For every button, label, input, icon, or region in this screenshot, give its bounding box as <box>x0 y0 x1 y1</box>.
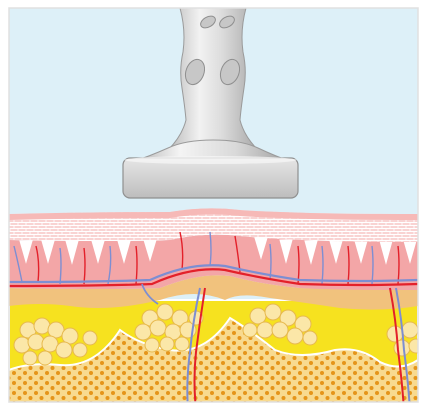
ultrasound-skin-illustration <box>0 0 425 407</box>
illustration-svg <box>0 0 425 407</box>
